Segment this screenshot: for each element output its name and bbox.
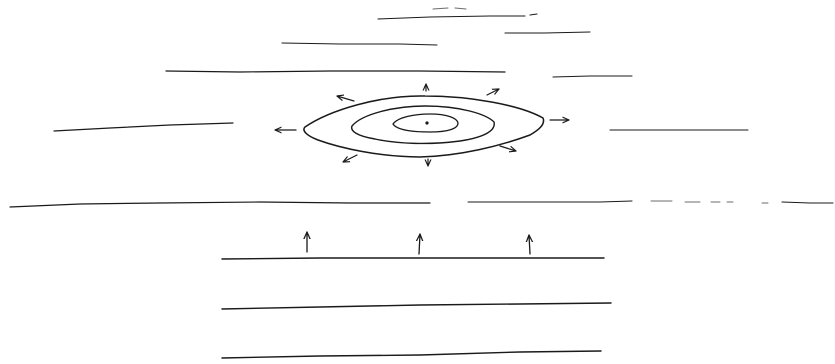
streamline — [282, 43, 437, 45]
streamline — [222, 351, 601, 358]
streamline — [10, 202, 430, 207]
upward-arrows — [307, 232, 530, 254]
streamlines-lower — [222, 258, 611, 358]
arrow-down-right — [500, 146, 516, 151]
streamline — [433, 8, 466, 9]
streamline — [505, 32, 590, 33]
streamline — [222, 303, 611, 309]
center-point — [425, 121, 428, 124]
arrow-down-left — [343, 155, 357, 162]
streamlines-upper — [54, 8, 748, 131]
arrow-up-lower — [529, 235, 530, 254]
arrow-up-lower — [419, 234, 420, 254]
streamline — [166, 71, 505, 72]
streamline-divider — [10, 201, 833, 207]
streamline — [222, 258, 604, 259]
streamline — [651, 201, 768, 203]
streamline — [782, 202, 833, 203]
arrow-up-right — [487, 89, 499, 95]
arrow-up-left — [337, 96, 354, 101]
streamline — [553, 76, 632, 77]
streamline — [54, 123, 233, 131]
contour-middle — [352, 106, 495, 143]
streamline — [468, 201, 632, 202]
streamline — [378, 14, 537, 19]
